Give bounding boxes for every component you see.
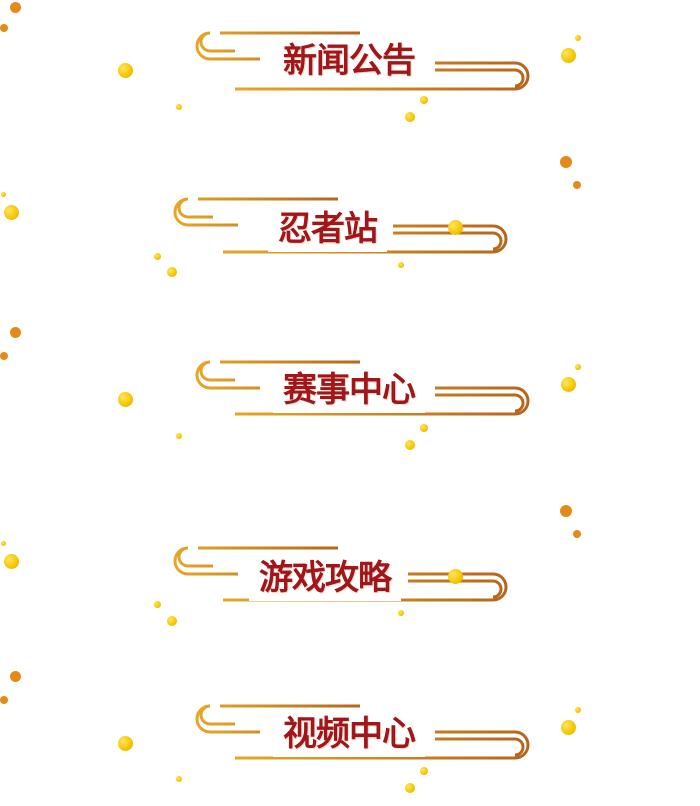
dot-decoration xyxy=(1,192,6,197)
dot-decoration xyxy=(560,505,572,517)
dot-decoration xyxy=(167,267,177,277)
dot-decoration xyxy=(0,24,8,32)
dot-decoration xyxy=(0,696,8,704)
dot-decoration xyxy=(561,377,576,392)
dot-decoration xyxy=(118,392,133,407)
section-banner-events[interactable]: 赛事中心 xyxy=(95,357,555,447)
dot-decoration xyxy=(167,616,177,626)
dot-decoration xyxy=(575,35,581,41)
section-title-news: 新闻公告 xyxy=(273,38,425,84)
dot-decoration xyxy=(4,554,19,569)
dot-decoration xyxy=(575,364,581,370)
dot-decoration xyxy=(560,156,572,168)
dot-decoration xyxy=(398,262,404,268)
banner-frame xyxy=(73,197,508,266)
dot-decoration xyxy=(118,736,133,751)
dot-decoration xyxy=(405,440,415,450)
dot-decoration xyxy=(154,253,161,260)
dot-decoration xyxy=(398,610,404,616)
section-title-guides: 游戏攻略 xyxy=(249,555,401,601)
dot-decoration xyxy=(405,783,415,793)
dot-decoration xyxy=(573,181,581,189)
dot-decoration xyxy=(420,96,428,104)
dot-decoration xyxy=(10,671,21,682)
section-title-events: 赛事中心 xyxy=(273,367,425,413)
dot-decoration xyxy=(561,720,576,735)
section-banner-news[interactable]: 新闻公告 xyxy=(95,28,555,118)
banner-frame xyxy=(95,31,530,102)
dot-decoration xyxy=(1,541,6,546)
dot-decoration xyxy=(561,48,576,63)
banner-frame xyxy=(95,704,530,773)
dot-decoration xyxy=(176,104,182,110)
section-banner-videos[interactable]: 视频中心 xyxy=(95,701,555,791)
dot-decoration xyxy=(176,776,182,782)
dot-decoration xyxy=(405,112,415,122)
dot-decoration xyxy=(154,601,161,608)
section-banner-guides[interactable]: 游戏攻略 xyxy=(73,543,533,633)
dot-decoration xyxy=(176,433,182,439)
dot-decoration xyxy=(573,530,581,538)
dot-decoration xyxy=(448,220,463,235)
dot-decoration xyxy=(575,707,581,713)
dot-decoration xyxy=(4,205,19,220)
section-title-ninja-station: 忍者站 xyxy=(268,206,387,252)
banner-frame xyxy=(73,546,508,614)
dot-decoration xyxy=(420,424,428,432)
banner-frame xyxy=(95,360,530,429)
dot-decoration xyxy=(10,327,21,338)
dot-decoration xyxy=(118,63,133,78)
dot-decoration xyxy=(420,767,428,775)
dot-decoration xyxy=(10,2,21,13)
dot-decoration xyxy=(0,352,8,360)
dot-decoration xyxy=(448,569,463,584)
section-banner-ninja-station[interactable]: 忍者站 xyxy=(73,194,533,284)
section-title-videos: 视频中心 xyxy=(273,711,425,757)
